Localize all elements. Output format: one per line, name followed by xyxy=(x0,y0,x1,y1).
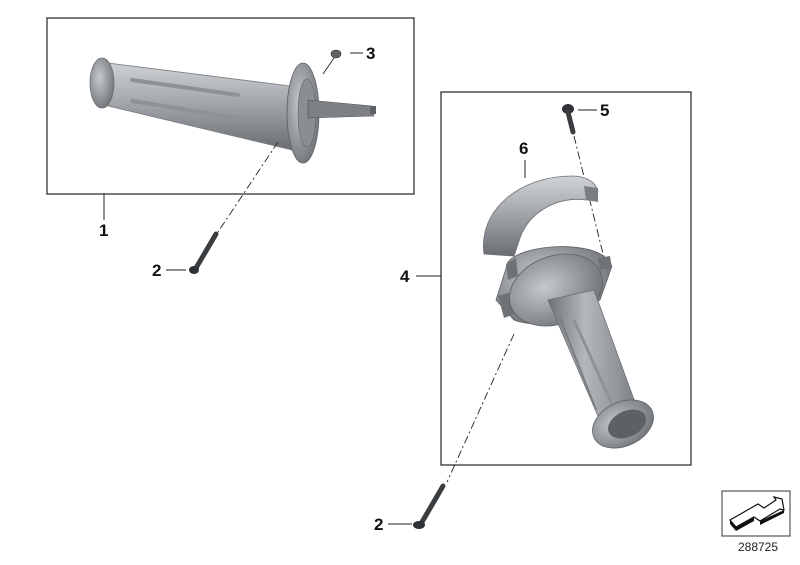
leader-line-3 xyxy=(322,57,335,75)
callout-label-4: 4 xyxy=(400,267,410,286)
axis-line-screw-2a xyxy=(217,141,279,233)
callout-label-2b: 2 xyxy=(374,515,384,534)
reference-number: 288725 xyxy=(737,540,779,554)
throttle-grip-right[interactable] xyxy=(495,242,661,458)
callout-label-3: 3 xyxy=(366,44,376,63)
housing-cover-part-6[interactable] xyxy=(483,175,599,257)
callout-label-5: 5 xyxy=(600,101,610,120)
plug-part-3[interactable] xyxy=(330,49,342,59)
arrow-navigation-icon[interactable] xyxy=(721,490,791,537)
callout-label-2a: 2 xyxy=(152,261,162,280)
handlebar-grip-left[interactable] xyxy=(89,57,376,164)
axis-line-screw-2b xyxy=(446,333,515,483)
screw-part-2a[interactable] xyxy=(189,231,219,274)
screw-part-2b[interactable] xyxy=(413,483,446,529)
callout-label-6: 6 xyxy=(519,139,529,158)
screw-part-5[interactable] xyxy=(562,104,576,135)
assembly-box-1 xyxy=(46,17,415,195)
callout-label-1: 1 xyxy=(99,221,109,240)
assembly-box-4 xyxy=(440,91,692,466)
